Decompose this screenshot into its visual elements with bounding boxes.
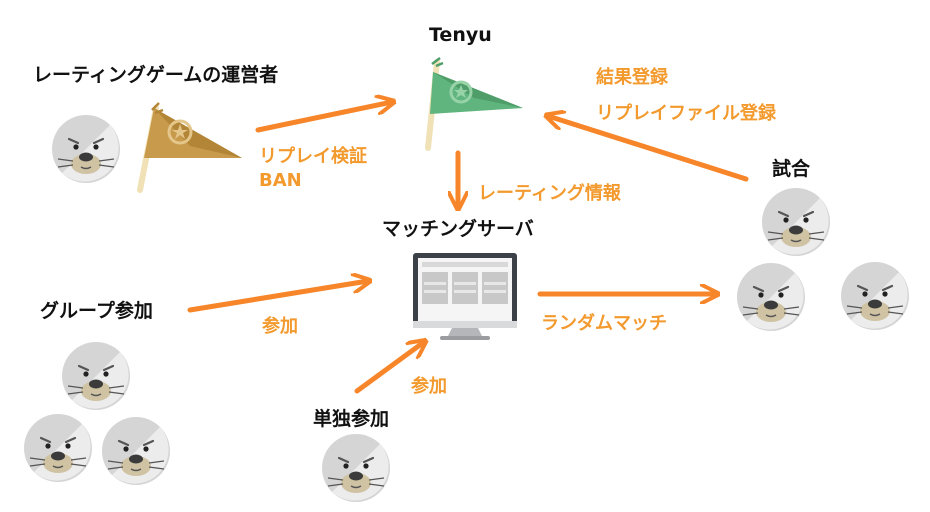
- edge-label-group-join: 参加: [262, 316, 298, 337]
- edge-label-result-register: 結果登録: [596, 67, 668, 88]
- edge-label-ban: BAN: [259, 170, 302, 191]
- group-seal-icon-1: [60, 340, 132, 412]
- group-seal-icon-2: [22, 412, 94, 484]
- tenyu-label: Tenyu: [429, 24, 492, 46]
- arrow-operator-to-tenyu: [255, 102, 392, 133]
- edge-label-replay-file-register: リプレイファイル登録: [596, 103, 776, 124]
- tenyu-flag-icon: [425, 57, 523, 151]
- operator-seal-icon: [50, 113, 122, 185]
- arrows: [187, 102, 749, 394]
- edge-label-replay-verify: リプレイ検証: [259, 146, 367, 167]
- operator-label: レーティングゲームの運営者: [33, 64, 279, 86]
- group-label: グループ参加: [40, 300, 153, 322]
- arrow-match-to-tenyu: [548, 116, 749, 182]
- edge-label-random-match: ランダムマッチ: [541, 313, 667, 334]
- match-seal-icon-2: [735, 261, 807, 333]
- match-label: 試合: [772, 158, 811, 180]
- server-monitor-icon: [413, 253, 517, 340]
- edge-label-solo-join: 参加: [411, 376, 447, 397]
- match-seal-icon-1: [760, 186, 832, 258]
- arrow-group-to-server: [187, 281, 368, 313]
- match-seal-icon-3: [839, 260, 911, 332]
- solo-seal-icon: [320, 432, 392, 504]
- operator-flag-icon: [137, 102, 242, 193]
- arrow-solo-to-server: [354, 342, 424, 394]
- edge-label-rating-info: レーティング情報: [478, 183, 621, 204]
- server-label: マッチングサーバ: [382, 218, 534, 240]
- solo-label: 単独参加: [313, 408, 390, 430]
- group-seal-icon-3: [100, 415, 172, 487]
